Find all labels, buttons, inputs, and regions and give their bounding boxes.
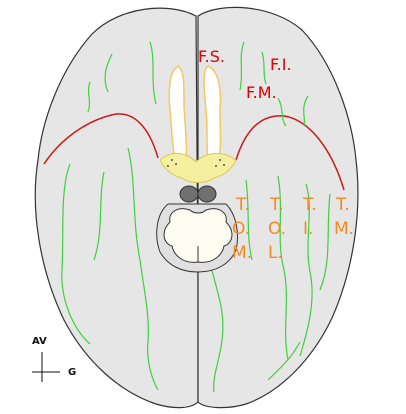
olfactory-tract-right: [203, 65, 222, 161]
sulcus-frontal-left-1: [149, 41, 157, 105]
label-tom-3: M.: [232, 243, 252, 263]
label-ti-2: I.: [303, 219, 313, 239]
dot: [175, 163, 177, 165]
left-hemisphere: [34, 7, 199, 409]
anterior-perforated-dots: [167, 159, 225, 167]
sulcus-occipital-right: [267, 341, 301, 381]
label-tol-2: O.: [268, 219, 286, 239]
label-ti-1: T.: [302, 195, 317, 215]
label-fs: F.S.: [198, 47, 225, 66]
sulcus-frontal-left-2: [104, 53, 113, 93]
sulcus-frontal-left-3: [87, 81, 91, 113]
dot: [215, 165, 217, 167]
label-ti: T. I.: [302, 195, 322, 239]
sulcus-frontal-right-2: [261, 51, 267, 85]
label-tm-2: M.: [334, 219, 354, 239]
dot: [223, 164, 225, 166]
sylvian-fissure-right: [235, 115, 345, 191]
label-tol-1: T.: [269, 195, 284, 215]
label-tom-2: O.: [232, 219, 250, 239]
dot: [167, 165, 169, 167]
sulcus-temporal-right-3: [277, 175, 289, 361]
sylvian-fissure-left: [43, 113, 159, 165]
dot: [219, 159, 221, 161]
optic-chiasm: [159, 153, 237, 183]
orientation-axis: AV G: [32, 336, 76, 382]
sulcus-temporal-left-2: [93, 171, 105, 261]
mammillary-body-right: [197, 185, 217, 203]
axis-label-av: AV: [32, 336, 47, 347]
sulcus-temporal-left-3: [127, 147, 159, 391]
sulcus-frontal-right-4: [303, 95, 309, 127]
sulcus-temporal-right-2: [209, 261, 224, 393]
sulcus-temporal-left-1: [61, 163, 91, 345]
label-tm: T. M.: [334, 195, 355, 239]
mammillary-body-left: [179, 185, 199, 203]
label-tol-3: L.: [268, 243, 283, 263]
axis-label-g: G: [68, 367, 76, 378]
label-fi: F.I.: [270, 55, 292, 74]
right-hemisphere: [197, 6, 359, 409]
sulci-lines: [61, 41, 331, 393]
olfactory-tracts: [168, 65, 222, 161]
sulcus-temporal-right-4: [299, 183, 313, 357]
sulcus-frontal-right-1: [239, 41, 245, 91]
sulcus-frontal-right-3: [277, 97, 287, 127]
sulcus-temporal-right-5: [319, 193, 331, 291]
label-tom: T. O. M.: [232, 195, 256, 263]
label-fm: F.M.: [246, 83, 277, 102]
sulcus-temporal-right-1: [245, 179, 253, 261]
dot: [171, 159, 173, 161]
label-tom-1: T.: [235, 195, 250, 215]
pons-section: [163, 208, 233, 263]
label-tol: T. O. L.: [268, 195, 292, 263]
label-tm-1: T.: [335, 195, 350, 215]
